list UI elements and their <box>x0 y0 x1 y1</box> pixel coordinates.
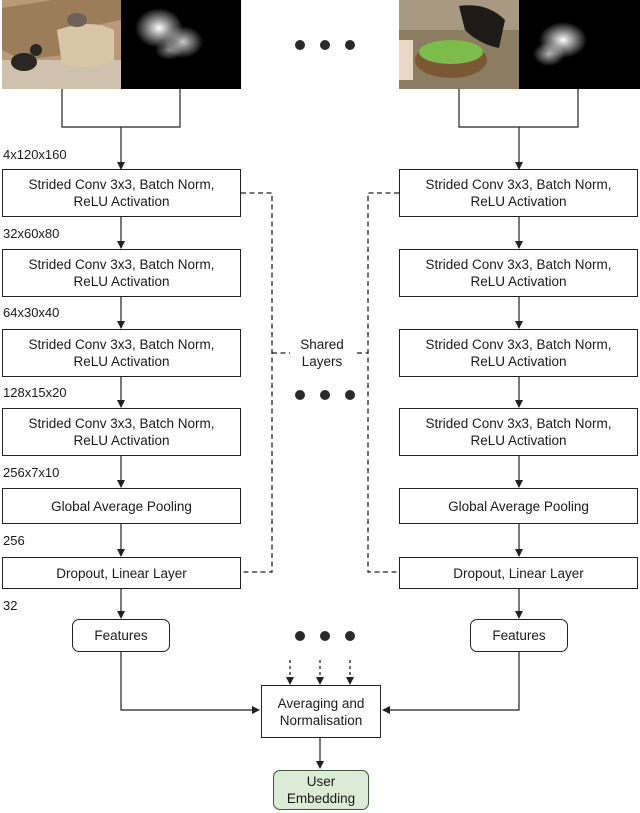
left-conv-block-3: Strided Conv 3x3, Batch Norm, ReLU Activa… <box>2 329 241 377</box>
left-input-bracket <box>61 89 181 128</box>
ellipsis-dots-middle <box>295 390 355 400</box>
right-conv-block-2: Strided Conv 3x3, Batch Norm, ReLU Activa… <box>399 249 638 297</box>
conv-line2: ReLU Activation <box>470 433 567 448</box>
right-dropout-block: Dropout, Linear Layer <box>399 557 638 589</box>
dim-label-pooled: 256 <box>3 533 25 548</box>
right-input-photo <box>399 0 519 89</box>
dim-label-output: 32 <box>3 598 18 613</box>
conv-line2: ReLU Activation <box>73 194 170 209</box>
averaging-line2: Normalisation <box>279 712 363 728</box>
right-features-box: Features <box>470 619 568 652</box>
shared-line1: Shared <box>300 337 344 352</box>
right-conv-block-3: Strided Conv 3x3, Batch Norm, ReLU Activa… <box>399 329 638 377</box>
conv-line1: Strided Conv 3x3, Batch Norm, <box>28 416 215 431</box>
left-features-box: Features <box>72 619 170 652</box>
shared-dashed-right <box>367 192 399 573</box>
conv-line2: ReLU Activation <box>470 274 567 289</box>
conv-line1: Strided Conv 3x3, Batch Norm, <box>425 257 612 272</box>
conv-line1: Strided Conv 3x3, Batch Norm, <box>425 337 612 352</box>
conv-line2: ReLU Activation <box>470 194 567 209</box>
left-conv-block-2: Strided Conv 3x3, Batch Norm, ReLU Activa… <box>2 249 241 297</box>
conv-line2: ReLU Activation <box>73 354 170 369</box>
arrow <box>382 652 520 714</box>
shared-dashed-left <box>241 192 273 573</box>
left-dropout-block: Dropout, Linear Layer <box>2 557 241 589</box>
arrow <box>120 652 260 714</box>
dim-label-input: 4x120x160 <box>3 147 67 162</box>
left-saliency-heatmap <box>121 0 241 89</box>
left-conv-block-4: Strided Conv 3x3, Batch Norm, ReLU Activa… <box>2 408 241 456</box>
right-conv-block-1: Strided Conv 3x3, Batch Norm, ReLU Activa… <box>399 169 638 217</box>
conv-line1: Strided Conv 3x3, Batch Norm, <box>28 257 215 272</box>
right-input-bracket <box>458 89 579 128</box>
left-conv-block-1: Strided Conv 3x3, Batch Norm, ReLU Activa… <box>2 169 241 217</box>
embedding-line2: Embedding <box>286 791 356 806</box>
right-saliency-heatmap <box>519 0 640 89</box>
ellipsis-dots-top <box>295 40 355 50</box>
averaging-line1: Averaging and <box>277 695 365 711</box>
conv-line1: Strided Conv 3x3, Batch Norm, <box>28 337 215 352</box>
right-conv-block-4: Strided Conv 3x3, Batch Norm, ReLU Activa… <box>399 408 638 456</box>
right-pooling-block: Global Average Pooling <box>399 488 638 524</box>
conv-line2: ReLU Activation <box>73 274 170 289</box>
conv-line1: Strided Conv 3x3, Batch Norm, <box>425 177 612 192</box>
left-pooling-block: Global Average Pooling <box>2 488 241 524</box>
ellipsis-dots-bottom <box>295 631 355 641</box>
conv-line1: Strided Conv 3x3, Batch Norm, <box>28 177 215 192</box>
embedding-line1: User <box>306 774 336 789</box>
dim-label-layer4: 256x7x10 <box>3 465 60 480</box>
shared-line2: Layers <box>301 354 343 369</box>
conv-line1: Strided Conv 3x3, Batch Norm, <box>425 416 612 431</box>
conv-line2: ReLU Activation <box>73 433 170 448</box>
dim-label-layer3: 128x15x20 <box>3 385 67 400</box>
dim-label-layer1: 32x60x80 <box>3 226 60 241</box>
dim-label-layer2: 64x30x40 <box>3 305 60 320</box>
conv-line2: ReLU Activation <box>470 354 567 369</box>
left-input-photo <box>2 0 121 89</box>
